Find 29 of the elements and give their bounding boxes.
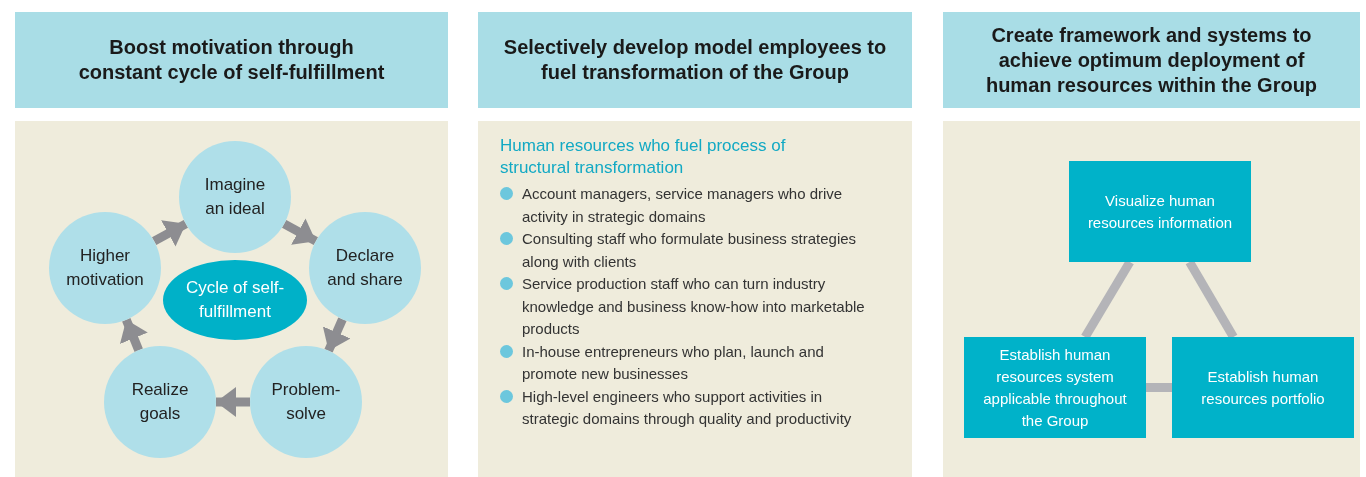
list-item-text: Consulting staff who formulate business strategies along with clients bbox=[522, 229, 858, 272]
list-item-text: Account managers, service managers who drive activity in strategic domains bbox=[522, 184, 844, 227]
connector-line bbox=[1185, 259, 1238, 340]
block-arrow bbox=[216, 387, 250, 417]
heading-banner: Selectively develop model employees to fuel transformation of the Group bbox=[478, 12, 912, 108]
block-arrow bbox=[322, 317, 351, 353]
list-item-text: High-level engineers who support activities in strategic domains through quality and productivity bbox=[522, 386, 853, 429]
connector-line bbox=[1081, 259, 1134, 340]
panel-background bbox=[478, 121, 912, 477]
center-ellipse: Cycle of self-fulfillment bbox=[163, 260, 307, 340]
process-box: Establish human resources portfolio bbox=[1172, 337, 1354, 438]
panel-background bbox=[943, 121, 1360, 477]
heading-banner: Boost motivation through constant cycle of self-fulfillment bbox=[15, 12, 448, 108]
step-circle: Problem-solve bbox=[250, 346, 362, 458]
process-box: Visualize human resources information bbox=[1069, 161, 1251, 262]
list-heading: Human resources who fuel process of structural transformation bbox=[500, 135, 787, 179]
step-circle: Declare and share bbox=[309, 212, 421, 324]
connector-line bbox=[1146, 383, 1172, 392]
step-circle: Realize goals bbox=[104, 346, 216, 458]
block-arrow bbox=[152, 219, 188, 247]
step-circle: Higher motivation bbox=[49, 212, 161, 324]
process-box: Establish human resources system applicable throughout the Group bbox=[964, 337, 1146, 438]
list-item-text: Service production staff who can turn industry knowledge and business know-how into marketable products bbox=[522, 274, 866, 339]
step-circle: Imagine an ideal bbox=[179, 141, 291, 253]
block-arrow bbox=[282, 218, 318, 246]
panel-background bbox=[15, 121, 448, 477]
heading-banner: Create framework and systems to achieve optimum deployment of human resources within the Group bbox=[943, 12, 1360, 108]
block-arrow bbox=[120, 318, 148, 352]
list-item-text: In-house entrepreneurs who plan, launch and promote new businesses bbox=[522, 341, 825, 384]
